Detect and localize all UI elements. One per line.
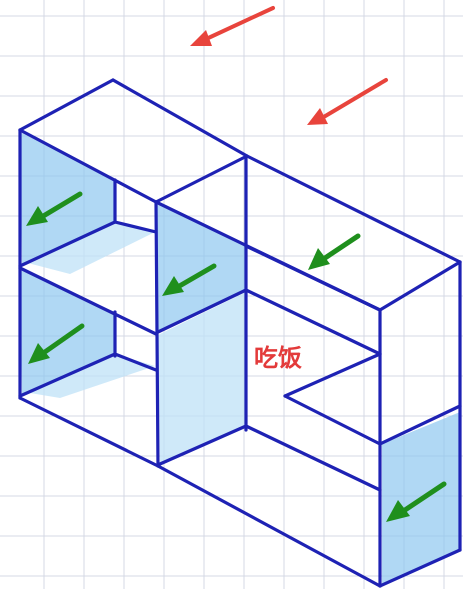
left-top-outline (20, 80, 247, 156)
handwritten-label: 吃饭 (254, 344, 302, 372)
right-top-side-edge (380, 262, 460, 310)
bottom-front-edge (158, 466, 380, 586)
light-arrow-top (190, 8, 273, 46)
right-inner-depth (285, 396, 380, 444)
light-arrow-right (307, 80, 386, 125)
face-arrow-right-top (308, 236, 358, 270)
